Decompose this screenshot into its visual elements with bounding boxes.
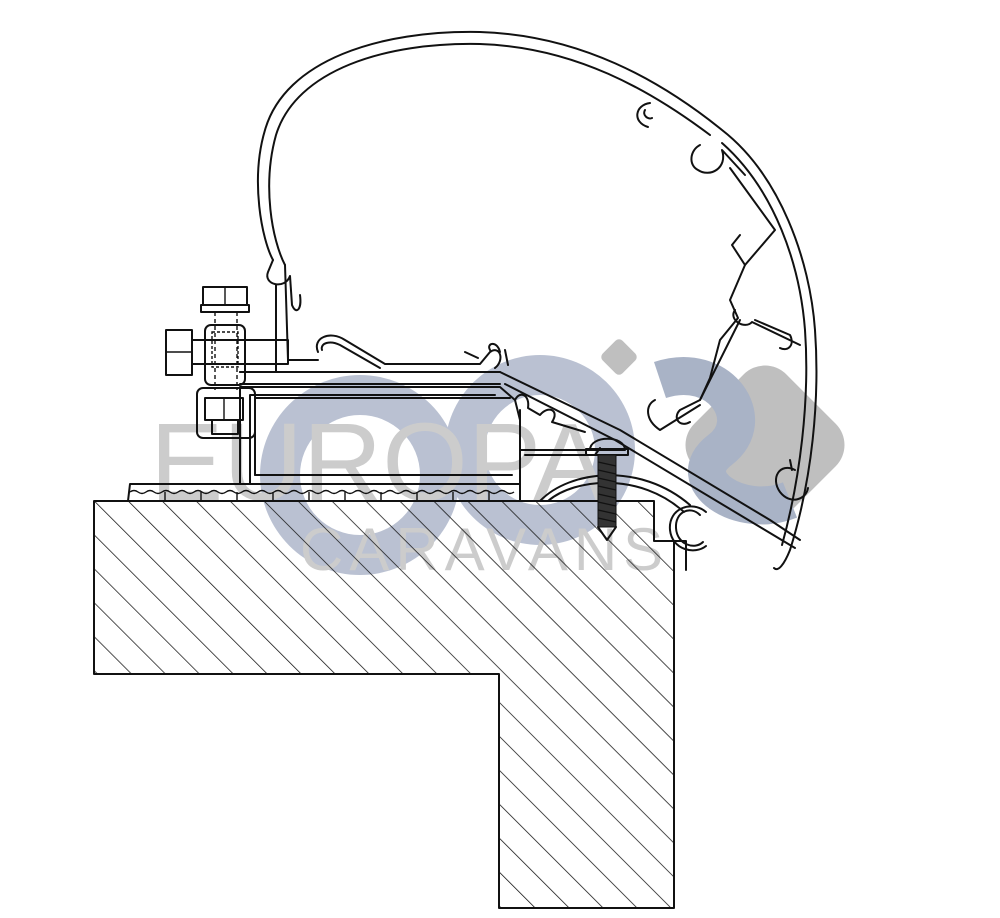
adapter-base-strip: [127, 483, 521, 502]
roof-section: [93, 500, 675, 909]
self-tapping-screw: [585, 437, 629, 541]
awning-cassette: [239, 30, 818, 570]
mounting-bolt: [165, 286, 289, 439]
nut: [196, 387, 256, 439]
